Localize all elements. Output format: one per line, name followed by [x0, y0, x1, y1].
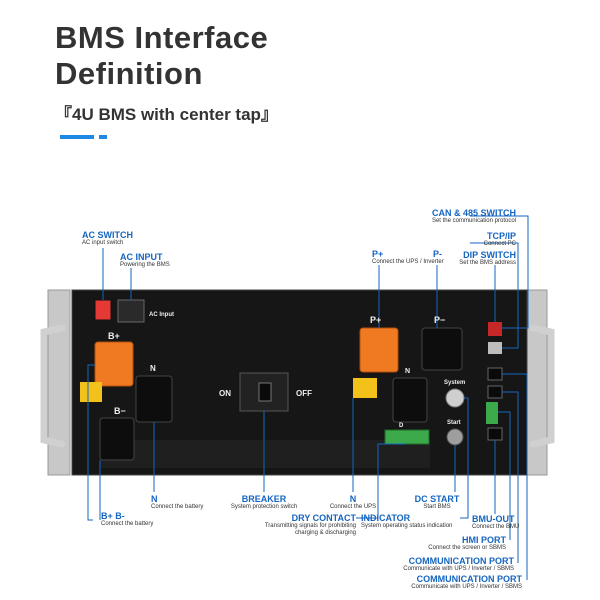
n-battery-terminal: [135, 375, 173, 423]
right-handle: [529, 324, 555, 448]
label-p-plus: P+ Connect the UPS / Inverter: [372, 249, 444, 265]
label-dip-switch: DIP SWITCH Set the BMS address: [459, 250, 516, 266]
vent-grille: [100, 440, 430, 468]
panel-b-minus-text: B−: [114, 406, 126, 416]
accent-bar-short: [99, 135, 107, 139]
p-minus-terminal: [421, 327, 463, 371]
p-plus-terminal: [359, 327, 399, 373]
panel-n-left-text: N: [150, 364, 156, 373]
label-ac-input: AC INPUT Powering the BMS: [120, 252, 170, 268]
label-ac-switch: AC SWITCH AC input switch: [82, 230, 133, 246]
label-communication-port-1: COMMUNICATION PORT Communicate with UPS …: [403, 556, 514, 572]
label-tcp-ip: TCP/IP Connect PC: [483, 231, 516, 247]
title-line-2: Definition: [55, 56, 203, 91]
n-ups-terminal: [392, 377, 428, 423]
label-can-485-switch: CAN & 485 SWITCH Set the communication p…: [431, 208, 516, 224]
label-breaker: BREAKER System protection switch: [230, 494, 298, 510]
breaker-lever: [258, 382, 272, 402]
panel-start-text: Start: [447, 420, 461, 426]
label-hmi-port: HMI PORT Connect the screen or SBMS: [428, 535, 506, 551]
label-n-ups: N Connect the UPS: [329, 494, 377, 510]
page-subtitle: 『4U BMS with center tap』: [55, 105, 278, 124]
accent-bar: [60, 135, 94, 139]
panel-p-minus-text: P−: [434, 315, 445, 325]
comm-port-1: [487, 367, 503, 381]
panel-d-text: D: [399, 423, 404, 429]
dry-contact-connector: [384, 429, 430, 445]
label-communication-port-2: COMMUNICATION PORT Communicate with UPS …: [411, 574, 522, 590]
left-mounting-ear: [47, 289, 71, 476]
comm-port-2: [487, 385, 503, 399]
ac-input-socket: [117, 299, 145, 323]
label-dc-start: DC START Start BMS: [414, 494, 460, 510]
panel-b-plus-text: B+: [108, 331, 120, 341]
panel-system-text: System: [444, 380, 465, 386]
panel-off-text: OFF: [296, 389, 312, 398]
dip-switch: [488, 322, 502, 336]
left-handle: [40, 324, 66, 448]
system-indicator-light: [445, 388, 465, 408]
label-p-minus: P-: [433, 249, 442, 259]
page-title: BMS Interface Definition: [55, 20, 268, 92]
bmu-out-port: [487, 427, 503, 441]
tcp-ip-port: [488, 342, 502, 354]
title-line-1: BMS Interface: [55, 20, 269, 55]
b-minus-terminal: [99, 417, 135, 461]
hmi-port: [486, 402, 498, 424]
callout-lines: [87, 215, 529, 580]
warning-sticker-left: [80, 382, 102, 402]
label-bmu-out: BMU-OUT Connect the BMU: [472, 514, 520, 530]
label-n-battery: N Connect the battery: [151, 494, 204, 510]
label-dry-contact: DRY CONTACT Transmitting signals for pro…: [264, 513, 356, 536]
ac-switch: [94, 299, 112, 321]
panel-p-plus-text: P+: [370, 315, 381, 325]
label-b-plus-minus: B+ B- Connect the battery: [101, 511, 154, 527]
panel-on-text: ON: [219, 389, 231, 398]
label-indicator: INDICATOR System operating status indica…: [361, 513, 453, 529]
panel-n-right-text: N: [405, 368, 410, 375]
panel-ac-input-text: AC Input: [149, 312, 174, 318]
warning-sticker-right: [353, 378, 377, 398]
b-plus-terminal: [94, 341, 134, 387]
start-button: [446, 428, 464, 446]
